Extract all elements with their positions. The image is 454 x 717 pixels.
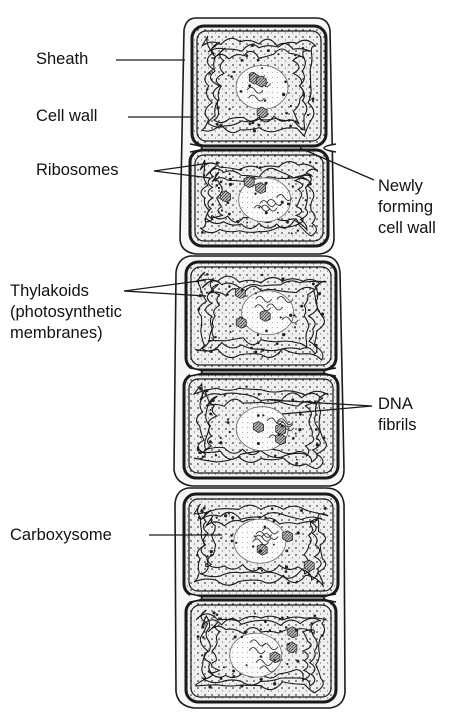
cell-4 [184,374,338,478]
label-newly-forming-cell-wall: Newly forming cell wall [378,176,436,239]
label-carboxysome: Carboxysome [10,525,112,546]
label-ribosomes: Ribosomes [36,160,119,181]
cell-1 [192,26,326,146]
label-thylakoids: Thylakoids (photosynthetic membranes) [10,281,122,344]
cell-3 [186,262,336,370]
label-cell-wall: Cell wall [36,106,97,127]
cell-6 [186,600,336,702]
label-sheath: Sheath [36,49,88,70]
cell-5 [184,494,338,596]
cell-2 [190,150,328,246]
cells [184,26,338,702]
label-dna-fibrils: DNA fibrils [378,394,417,436]
